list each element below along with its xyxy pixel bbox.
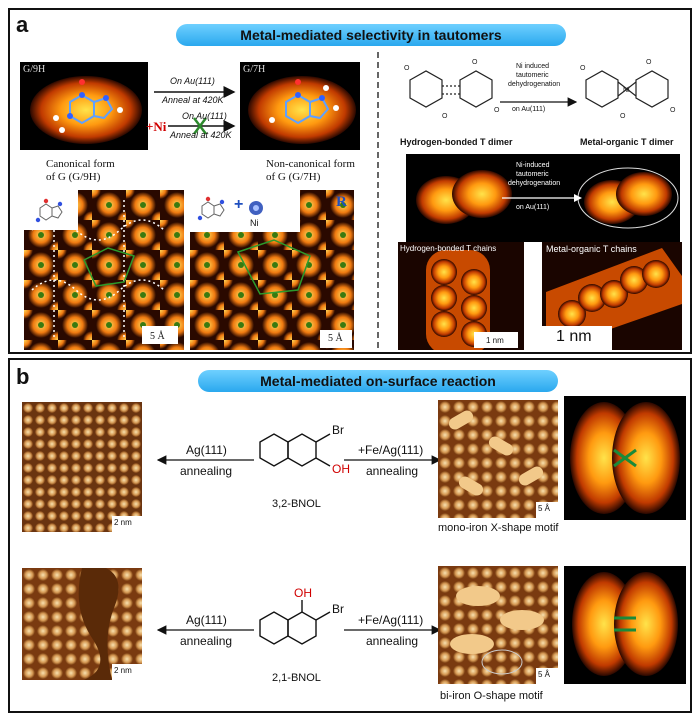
- t-arrow-line1: Ni induced: [516, 63, 550, 70]
- r-label: R: [336, 194, 347, 210]
- arrow-top-line1: On Au(111): [170, 76, 215, 86]
- row2-oh-label: OH: [294, 586, 312, 600]
- panel-a-title: Metal-mediated selectivity in tautomers: [176, 24, 566, 46]
- svg-text:O: O: [442, 113, 448, 120]
- canonical-line2: of G (G/9H): [46, 171, 101, 183]
- row1-molecule-name: 3,2-BNOL: [272, 498, 321, 510]
- label-mo-chains: Metal-organic T chains: [546, 244, 637, 254]
- t-dimer-structures: O O O O O O O O Ni: [404, 59, 676, 120]
- row1-right-arrow-line2: annealing: [366, 464, 419, 478]
- row1-fe-scale: 5 Å: [538, 504, 551, 513]
- svg-text:O: O: [580, 65, 586, 72]
- arrow-top-line2: Anneal at 420K: [162, 95, 224, 105]
- row2-arrows: [156, 625, 442, 635]
- svg-text:Ni: Ni: [623, 87, 630, 94]
- mo-chains-scale: 1 nm: [556, 328, 592, 345]
- panel-b: b Metal-mediated on-surface reaction 2 n…: [8, 358, 692, 713]
- row2-left-arrow-line1: Ag(111): [186, 613, 227, 627]
- svg-text:O: O: [404, 65, 410, 72]
- t-arrow-line2: tautomeric: [516, 72, 549, 79]
- panel-a: a Metal-mediated selectivity in tautomer…: [8, 8, 692, 354]
- plus-sign: +: [234, 196, 244, 213]
- label-mo-dimer: Metal-organic T dimer: [580, 137, 674, 147]
- g7h-lattice-scale: 5 Å: [328, 333, 343, 344]
- panel-a-letter: a: [16, 12, 29, 37]
- hb-chains-stm: Hydrogen-bonded T chains 1 nm: [398, 242, 524, 350]
- row2-motif-label: bi-iron O-shape motif: [440, 690, 543, 702]
- svg-text:O: O: [472, 59, 478, 66]
- label-hb-chains: Hydrogen-bonded T chains: [400, 244, 497, 253]
- noncanonical-line2: of G (G/7H): [266, 171, 321, 183]
- noncanonical-line1: Non-canonical form: [266, 158, 355, 170]
- row1-molecule-structure: [259, 433, 331, 467]
- g7h-tag: G/7H: [243, 64, 266, 75]
- row1-arrows: [156, 455, 442, 465]
- g9h-stm-image: G/9H: [20, 62, 148, 150]
- row1-oh-label: OH: [332, 462, 350, 476]
- row2-right-arrow-line1: +Fe/Ag(111): [358, 613, 424, 627]
- row2-br-label: Br: [332, 602, 344, 616]
- arrow-bottom-line1: On Au(111): [182, 111, 227, 121]
- g7h-ni-lattice-stm: + Ni R 5 Å: [190, 190, 354, 350]
- svg-text:O: O: [620, 113, 626, 120]
- row2-ag-scale: 2 nm: [114, 666, 132, 675]
- svg-text:O: O: [670, 107, 676, 114]
- label-hb-dimer: Hydrogen-bonded T dimer: [400, 137, 513, 147]
- row2-fe-stm: 5 Å: [438, 566, 558, 684]
- row2-left-arrow-line2: annealing: [180, 634, 233, 648]
- g9h-lattice-scale: 5 Å: [150, 331, 165, 342]
- row1-x-motif-model: [564, 396, 686, 520]
- row2-o-motif-model: [564, 566, 686, 684]
- stm-arrow-line4: on Au(111): [516, 204, 550, 211]
- panel-a-divider: [377, 52, 379, 348]
- ni-atom-label: Ni: [250, 218, 259, 228]
- row2-fe-scale: 5 Å: [538, 670, 551, 679]
- panel-b-title: Metal-mediated on-surface reaction: [198, 370, 558, 392]
- stm-arrow-line3: dehydrogenation: [508, 180, 561, 187]
- row1-br-label: Br: [332, 423, 344, 437]
- stm-arrow-line2: tautomeric: [516, 171, 549, 178]
- panel-b-letter: b: [16, 364, 30, 389]
- t-arrow-line3: dehydrogenation: [508, 81, 561, 88]
- t-dimer-stm: Ni-induced tautomeric dehydrogenation on…: [406, 154, 680, 242]
- row2-molecule-name: 2,1-BNOL: [272, 672, 321, 684]
- g9h-lattice-stm: 5 Å: [24, 190, 184, 350]
- t-arrow-line4: on Au(111): [512, 106, 546, 113]
- svg-text:O: O: [646, 59, 652, 66]
- svg-text:O: O: [494, 107, 500, 114]
- row1-left-arrow-line2: annealing: [180, 464, 233, 478]
- arrow-bottom-line2: Anneal at 420K: [170, 130, 232, 140]
- mo-chains-stm: Metal-organic T chains 1 nm: [542, 242, 682, 350]
- row1-ag-scale: 2 nm: [114, 518, 132, 527]
- g9h-tag: G/9H: [23, 64, 46, 75]
- canonical-line1: Canonical form: [46, 158, 115, 170]
- row2-molecule-structure: [259, 600, 331, 645]
- stm-arrow-line1: Ni-induced: [516, 162, 550, 169]
- hb-chains-scale: 1 nm: [486, 336, 504, 345]
- g7h-stm-image: G/7H: [240, 62, 360, 150]
- a-left-arrows: [154, 86, 236, 135]
- row1-fe-stm: 5 Å: [438, 400, 558, 518]
- row1-left-arrow-line1: Ag(111): [186, 443, 227, 457]
- arrow-bottom-ni: +Ni: [146, 119, 167, 134]
- row1-right-arrow-line1: +Fe/Ag(111): [358, 443, 424, 457]
- row2-ag-stm: 2 nm: [22, 568, 142, 680]
- row1-ag-stm: 2 nm: [22, 402, 142, 532]
- row1-motif-label: mono-iron X-shape motif: [438, 522, 559, 534]
- row2-right-arrow-line2: annealing: [366, 634, 419, 648]
